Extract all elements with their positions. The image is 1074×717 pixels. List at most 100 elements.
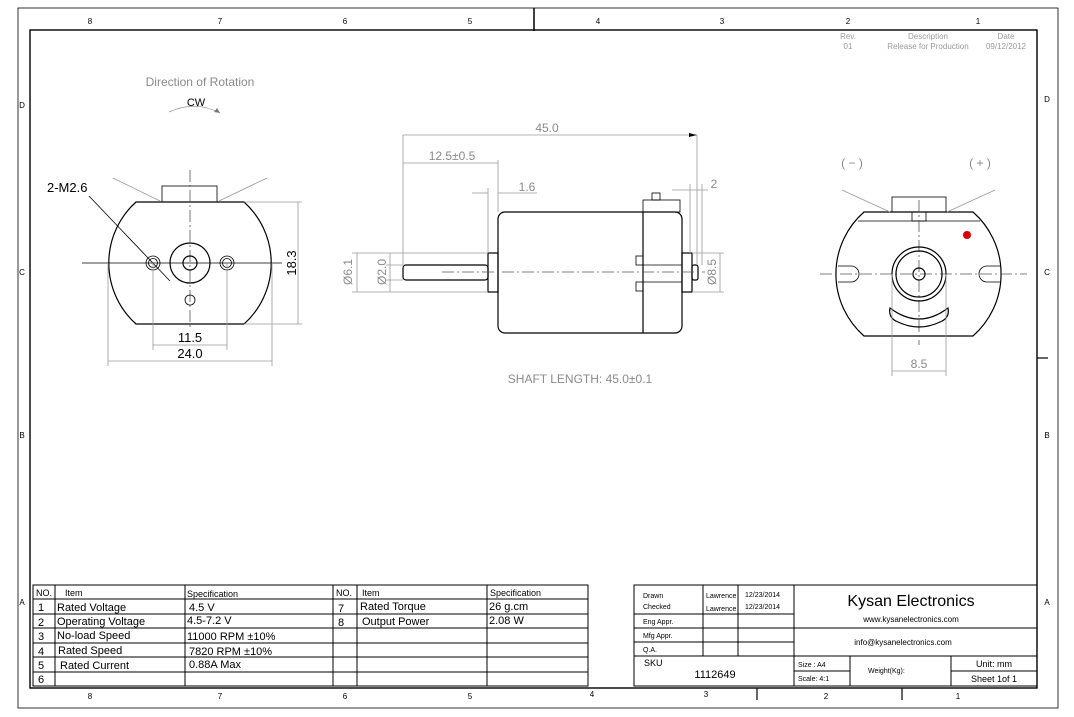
drawn-date: 12/23/2014: [745, 592, 780, 599]
output-shaft: [402, 264, 489, 281]
terminal-tip: [651, 192, 661, 201]
dim-height: 18.3: [284, 250, 299, 275]
row-no: 8: [338, 617, 344, 629]
zone-labels: 8 7 6 5 4 3 2 1 8 7 6 5 4 3 2 1 D C B A …: [19, 8, 1050, 701]
brush-holder: [635, 255, 644, 266]
sheet-number: Sheet 1of 1: [971, 674, 1017, 684]
row-spec: 4.5-7.2 V: [187, 615, 232, 627]
terminal-lead: [112, 177, 161, 202]
terminal-lead: [946, 189, 996, 213]
dim-shaft-length: 12.5±0.5: [429, 149, 476, 163]
row-no: 4: [38, 646, 44, 658]
checked-by: Lawrence: [706, 606, 736, 613]
header-spec: Specification: [187, 589, 238, 599]
side-view: 45.0 12.5±0.5 1.6 2 Ø6.1 Ø2.0 Ø8.5 SHAFT…: [341, 121, 724, 386]
role-qa: Q.A.: [643, 647, 657, 654]
header-item-2: Item: [362, 588, 380, 598]
arc-slot: [889, 306, 949, 328]
rotation-label: Direction of Rotation: [146, 75, 255, 89]
dim-flange: 1.6: [519, 180, 536, 194]
date-value: 09/12/2012: [986, 42, 1027, 51]
zone-col-7: 7: [218, 17, 223, 26]
zone-col-1: 1: [976, 17, 981, 26]
zone-col-6-bottom: 6: [343, 692, 348, 701]
arrowhead-icon: [689, 133, 697, 137]
rear-bushing: [681, 252, 693, 293]
dim-rear: 2: [711, 177, 718, 191]
row-spec: 4.5 V: [189, 602, 215, 614]
role-eng-appr: Eng Appr.: [643, 619, 673, 626]
sku-value: 1112649: [694, 669, 735, 681]
zone-col-4: 4: [596, 17, 601, 26]
row-no: 6: [38, 674, 44, 686]
checked-date: 12/23/2014: [745, 604, 780, 611]
zone-col-2: 2: [846, 17, 851, 26]
row-spec: 0.88A Max: [189, 659, 241, 671]
shaft-length-note: SHAFT LENGTH: 45.0±0.1: [508, 372, 653, 386]
zone-row-a: A: [19, 598, 25, 607]
revision-block: Rev. Description Date 01 Release for Pro…: [840, 32, 1026, 51]
front-view: Direction of Rotation CW 2-M2.6 18.3 11.…: [47, 75, 302, 366]
drawing-scale: Scale: 4:1: [798, 676, 829, 683]
terminal-tab: [642, 199, 681, 213]
header-no: NO.: [36, 588, 52, 598]
dim-shaft-dia: Ø2.0: [375, 259, 389, 285]
row-item: Rated Torque: [360, 601, 426, 613]
terminal-block: [161, 185, 218, 203]
outer-frame: [17, 7, 1059, 709]
row-spec: 11000 RPM ±10%: [187, 631, 276, 643]
zone-col-1-bottom: 1: [956, 692, 961, 701]
row-no: 5: [38, 660, 44, 672]
thread-callout: 2-M2.6: [47, 180, 87, 195]
zone-col-6: 6: [343, 17, 348, 26]
company-email: info@kysanelectronics.com: [854, 638, 952, 647]
row-item: Operating Voltage: [57, 616, 145, 628]
header-no-2: NO.: [336, 588, 352, 598]
terminal-lead: [218, 177, 268, 202]
rear-view: ( − ) ( + ) 8.5: [820, 156, 1027, 376]
bearing-boss: [169, 242, 211, 284]
row-spec: 2.08 W: [489, 615, 524, 627]
motor-can: [497, 211, 683, 334]
row-no: 2: [38, 617, 44, 629]
callout-leader: [88, 195, 171, 282]
row-item: No-load Speed: [57, 630, 130, 642]
zone-col-2-bottom: 2: [824, 692, 829, 701]
spec-table: NO. Item Specification NO. Item Specific…: [32, 584, 589, 687]
rotation-arrowhead-icon: [214, 108, 220, 113]
row-no: 7: [338, 603, 344, 615]
zone-col-4-bottom: 4: [590, 690, 595, 699]
zone-row-d: D: [19, 101, 25, 110]
zone-col-8-bottom: 8: [88, 692, 93, 701]
row-item: Rated Current: [60, 660, 129, 672]
zone-col-3-bottom: 3: [704, 690, 709, 699]
weight-label: Weight(Kg):: [868, 668, 905, 675]
zone-row-c-right: C: [1044, 268, 1050, 277]
dim-body-dia: Ø6.1: [341, 259, 355, 285]
zone-row-a-right: A: [1044, 598, 1050, 607]
zone-col-5-bottom: 5: [468, 692, 473, 701]
side-slot-right: [978, 265, 1000, 283]
row-item: Rated Voltage: [57, 602, 126, 614]
zone-row-b: B: [19, 431, 24, 440]
row-no: 3: [38, 631, 44, 643]
front-bushing: [487, 252, 499, 293]
role-checked: Checked: [643, 604, 671, 611]
role-drawn: Drawn: [643, 593, 663, 600]
side-slot-left: [838, 265, 860, 283]
rear-shaft: [691, 264, 699, 281]
motor-rear-outline: [835, 211, 1002, 337]
terminal-positive-label: ( + ): [969, 156, 991, 170]
zone-col-3: 3: [720, 17, 725, 26]
sku-label: SKU: [644, 658, 663, 668]
role-mfg-appr: Mfg Appr.: [643, 633, 673, 640]
brush-holder: [635, 281, 644, 292]
zone-row-c: C: [19, 268, 25, 277]
row-spec: 7820 RPM ±10%: [189, 646, 272, 658]
rev-header: Rev.: [840, 32, 856, 41]
row-item: Output Power: [362, 616, 430, 628]
dim-width: 24.0: [177, 346, 202, 361]
zone-col-8: 8: [88, 17, 93, 26]
row-item: Rated Speed: [58, 645, 122, 657]
